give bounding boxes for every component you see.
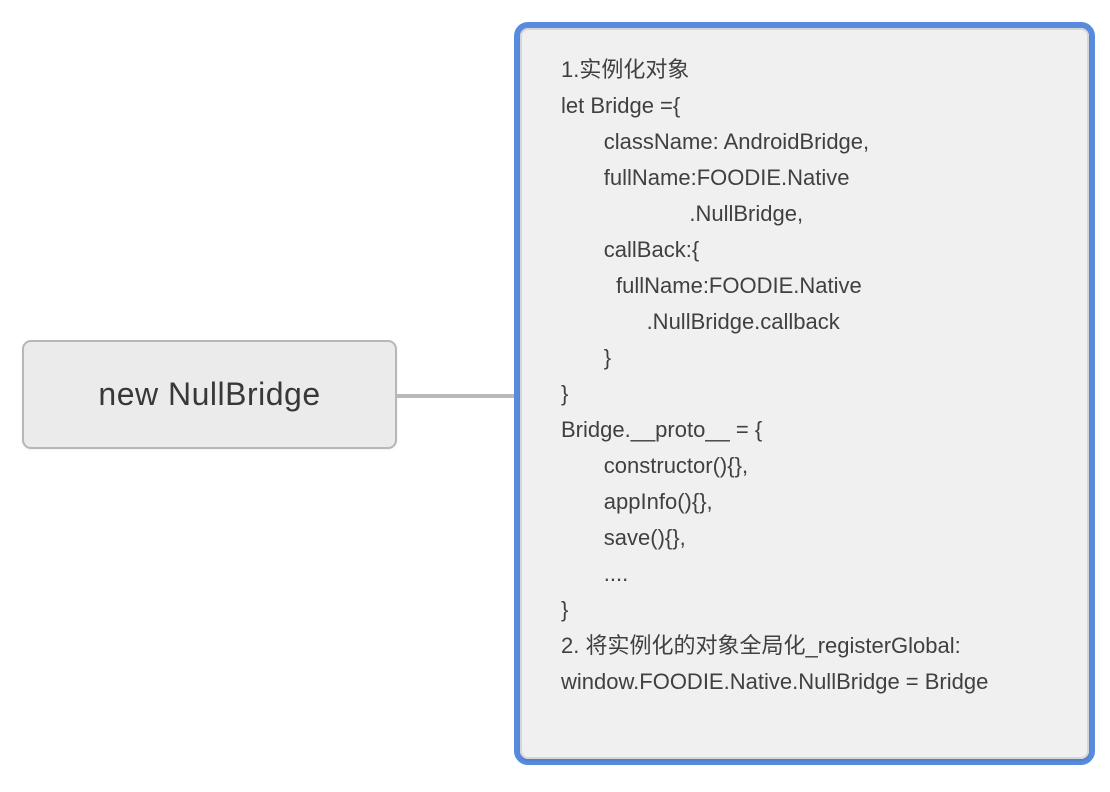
code-panel-body: 1.实例化对象 let Bridge ={ className: Android… bbox=[520, 28, 1089, 759]
selected-code-note-panel[interactable]: 1.实例化对象 let Bridge ={ className: Android… bbox=[514, 22, 1095, 765]
code-text: 1.实例化对象 let Bridge ={ className: Android… bbox=[561, 57, 989, 694]
topic-node-label: new NullBridge bbox=[98, 376, 321, 412]
topic-node-new-nullbridge[interactable]: new NullBridge bbox=[22, 340, 397, 449]
connector-line bbox=[397, 394, 516, 398]
